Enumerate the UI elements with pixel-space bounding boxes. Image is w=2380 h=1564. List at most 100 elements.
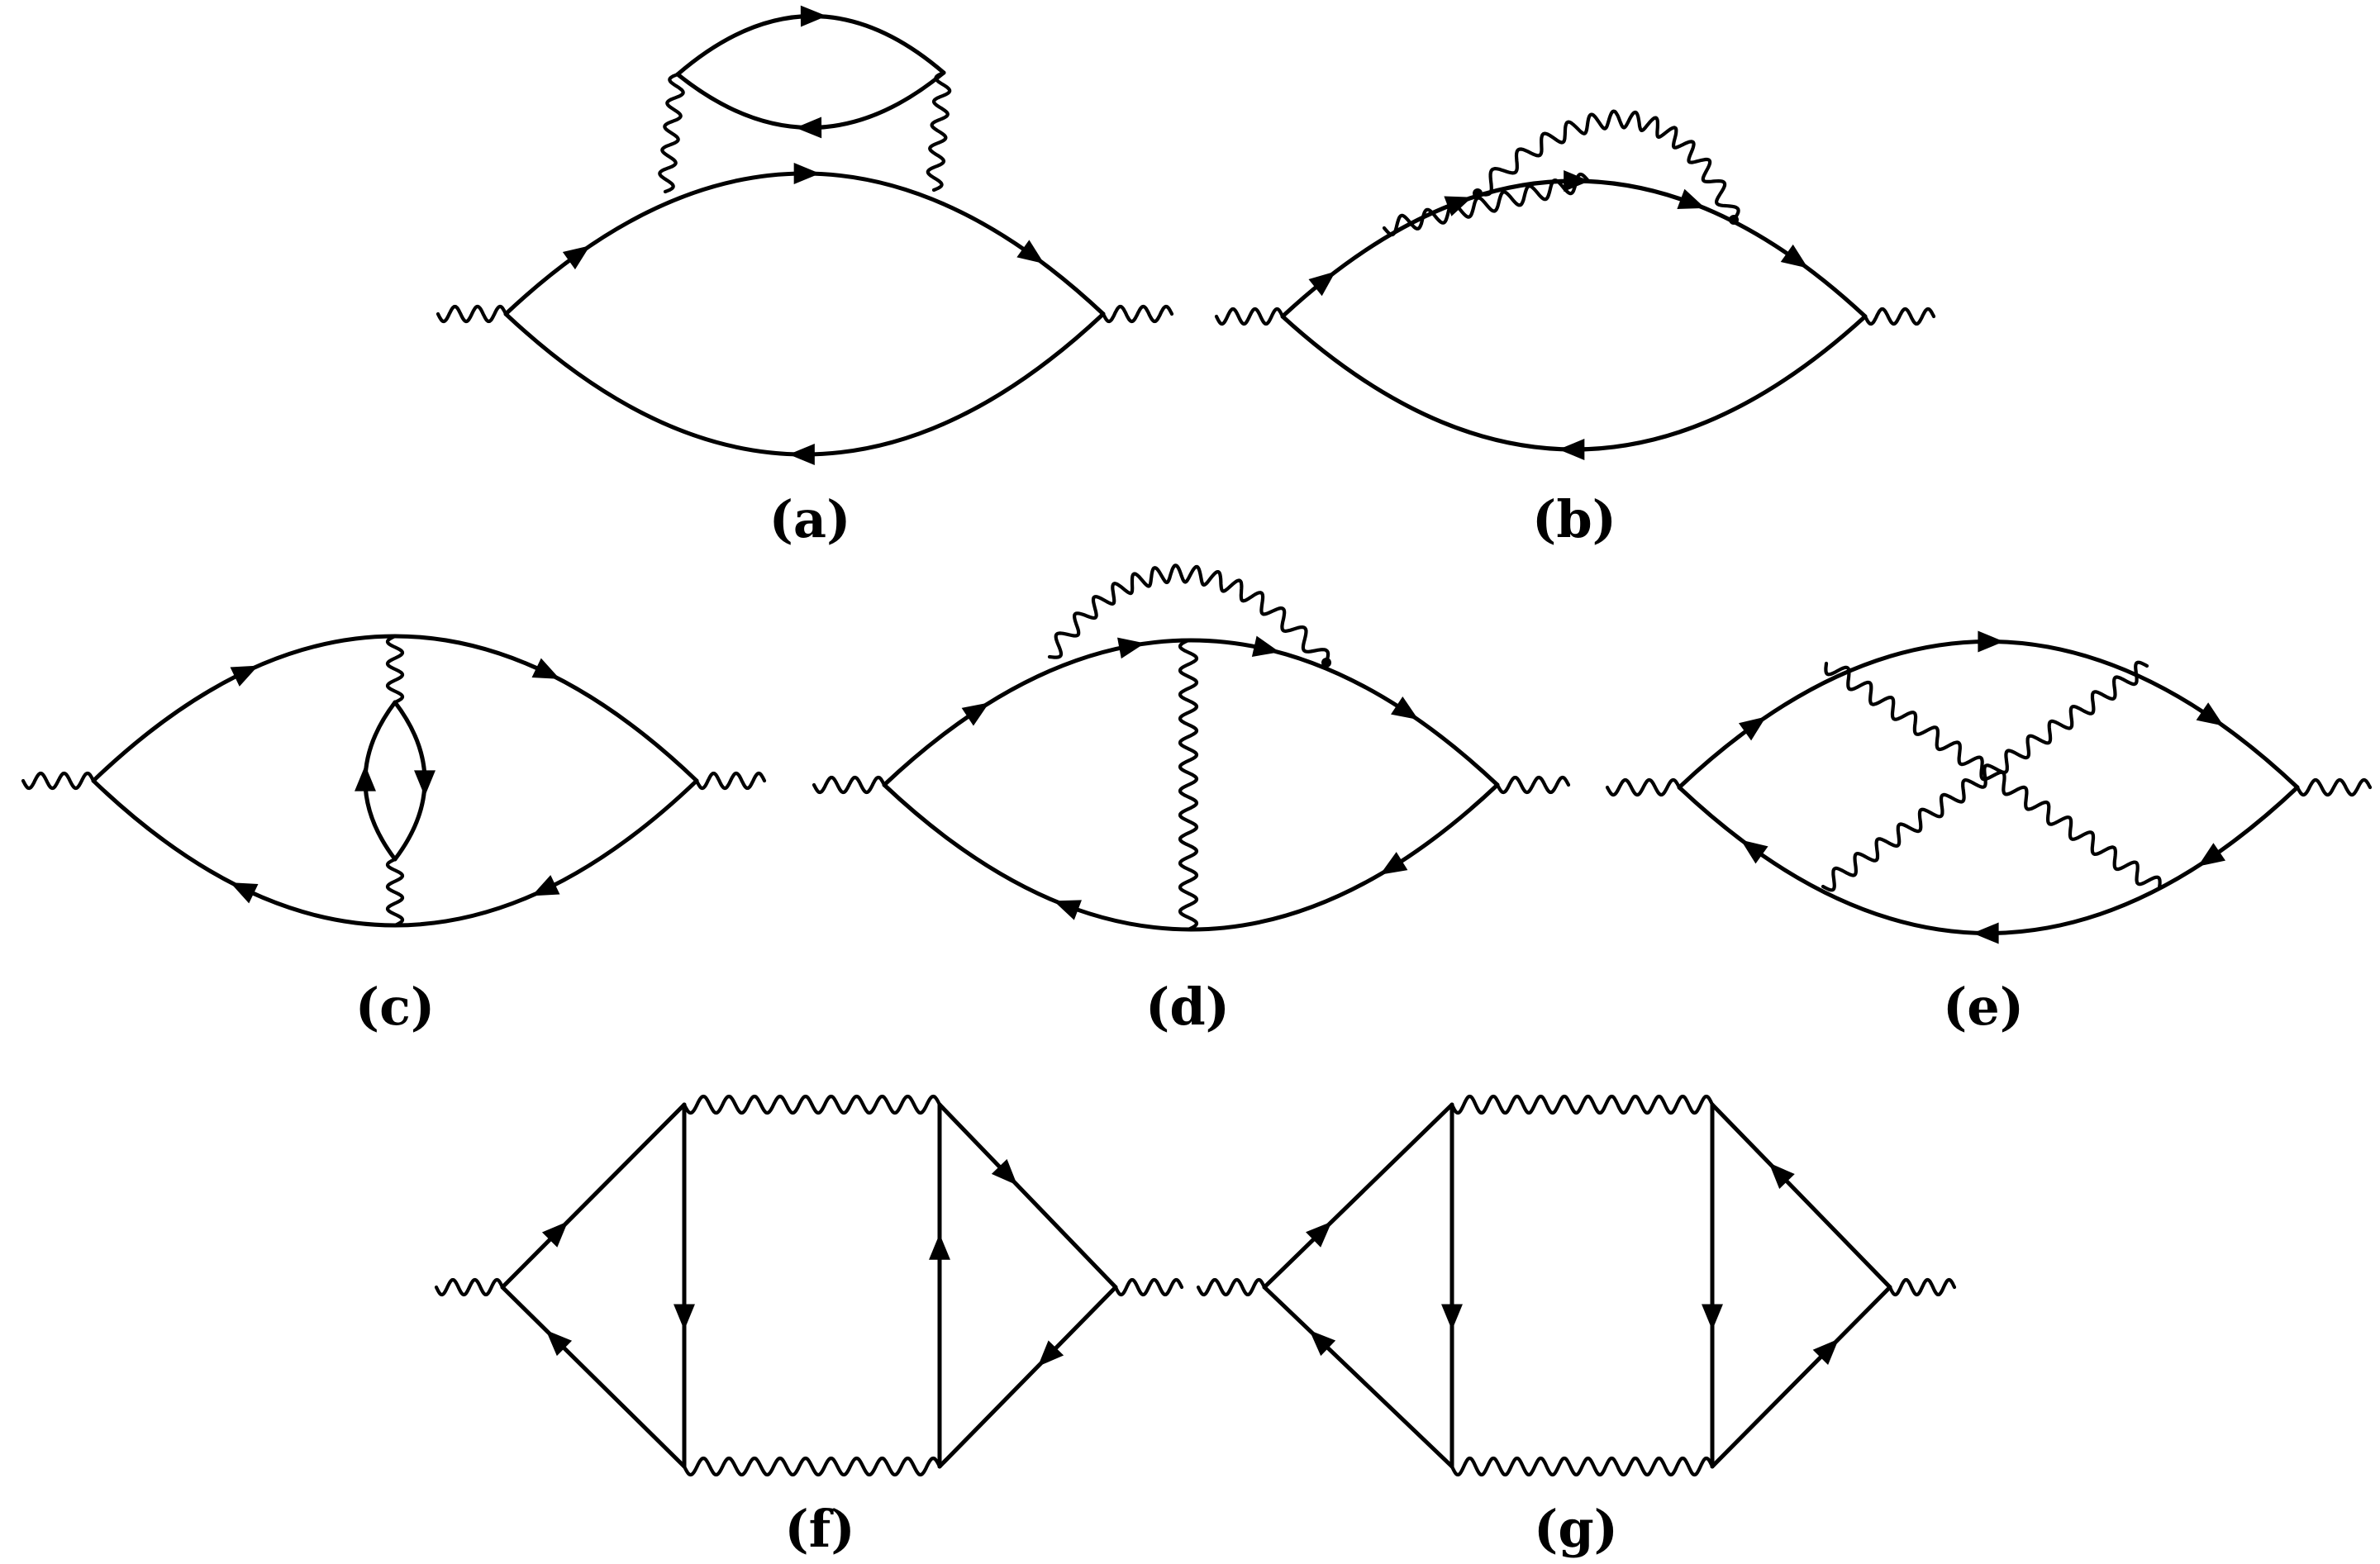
- internal-photon-top: [385, 634, 405, 705]
- fermion-arrow: [1391, 696, 1419, 720]
- external-photon-left: [1214, 307, 1285, 326]
- fermion-arrow: [562, 245, 591, 270]
- internal-photon-left: [658, 72, 685, 194]
- fermion-arrow: [541, 1221, 569, 1248]
- label-e: (e): [1943, 977, 2024, 1037]
- fermion-arrow: [1738, 716, 1767, 741]
- fermion-arrow: [230, 665, 259, 687]
- fermion-arrow: [1740, 839, 1768, 864]
- fermion-left-upper: [500, 1102, 687, 1290]
- external-photon-left: [812, 775, 887, 795]
- vertex-dot-2: [1729, 215, 1739, 225]
- fermion-arrow: [1978, 630, 2004, 653]
- diagram-d: [812, 563, 1571, 932]
- fermion-arrow: [1379, 852, 1408, 875]
- internal-photon-right: [926, 70, 952, 193]
- internal-photon-long: [1475, 109, 1740, 222]
- fermion-arrow: [355, 765, 376, 792]
- lower-fermion-arc: [1280, 314, 1868, 452]
- external-photon-right: [1887, 1277, 1957, 1297]
- fermion-arrow: [531, 658, 560, 679]
- external-photon-left: [1196, 1277, 1267, 1297]
- fermion-arrow: [1677, 188, 1706, 209]
- vertex-dot: [1321, 658, 1331, 668]
- fermion-arrow: [1053, 900, 1082, 920]
- vertex-dot-1: [1473, 188, 1483, 198]
- fermion-arrow: [1309, 1330, 1336, 1357]
- fermion-arrow: [1037, 1340, 1064, 1367]
- fermion-arrow: [545, 1329, 573, 1357]
- external-photon-right: [2295, 777, 2373, 797]
- label-a: (a): [769, 489, 851, 549]
- fermion-arrow: [1306, 1221, 1332, 1248]
- internal-photon-short: [1382, 172, 1591, 237]
- fermion-arrow: [1768, 1162, 1795, 1190]
- diagram-g: [1196, 1094, 1957, 1477]
- diagram-c: [21, 634, 767, 928]
- crossed-photon-1: [1824, 661, 2162, 891]
- label-f: (f): [784, 1499, 854, 1559]
- fermion-arrow: [1780, 244, 1808, 269]
- fermion-arrow: [414, 770, 436, 796]
- internal-photon-arch: [1047, 563, 1330, 665]
- loop-lower-arc: [675, 70, 946, 130]
- internal-photon-vertical: [1178, 638, 1199, 932]
- diagram-f: [434, 1094, 1184, 1477]
- fermion-arrow: [800, 5, 827, 27]
- fermion-arrow: [2196, 702, 2224, 726]
- diagram-e: [1605, 630, 2373, 944]
- fermion-arrow: [795, 116, 822, 139]
- loop-upper-arc: [675, 14, 946, 77]
- fermion-arrow: [961, 702, 990, 726]
- fermion-arrow: [1702, 1304, 1723, 1330]
- photon-bottom: [682, 1456, 942, 1477]
- fermion-arrow: [1251, 635, 1280, 657]
- upper-fermion-arc: [503, 171, 1106, 316]
- fermion-left-lower: [1262, 1285, 1454, 1469]
- fermion-left-lower: [500, 1285, 687, 1469]
- diagram-a: [436, 5, 1174, 465]
- fermion-arrow: [531, 875, 560, 896]
- external-photon-left: [434, 1277, 505, 1297]
- label-g: (g): [1534, 1499, 1618, 1559]
- fermion-arrow: [1016, 240, 1045, 264]
- fermion-arrow: [230, 882, 259, 904]
- fermion-right-lower: [937, 1285, 1118, 1469]
- diagram-b: [1214, 109, 1936, 460]
- photon-top: [682, 1094, 942, 1115]
- label-b: (b): [1532, 489, 1616, 549]
- fermion-left-upper: [1262, 1102, 1454, 1290]
- photon-top: [1449, 1094, 1715, 1115]
- photon-bottom: [1449, 1456, 1715, 1477]
- fermion-arrow: [1812, 1338, 1840, 1366]
- fermion-arrow: [674, 1304, 695, 1330]
- external-photon-left: [1605, 777, 1682, 797]
- fermion-arrow: [1973, 922, 1999, 944]
- fermion-right-upper: [1710, 1102, 1892, 1290]
- external-photon-left: [436, 304, 508, 324]
- crossed-photon-2: [1821, 660, 2149, 892]
- fermion-arrow: [793, 163, 821, 184]
- fermion-arrow: [929, 1234, 950, 1260]
- fermion-right-lower: [1710, 1285, 1892, 1469]
- external-photon-right: [1101, 304, 1174, 324]
- external-photon-left: [21, 771, 96, 791]
- external-photon-right: [1113, 1277, 1184, 1297]
- fermion-arrow: [1308, 271, 1336, 297]
- external-photon-right: [1863, 307, 1936, 326]
- label-d: (d): [1145, 977, 1230, 1037]
- upper-fermion-arc: [1280, 178, 1868, 319]
- external-photon-right: [1495, 775, 1571, 795]
- lower-fermion-arc: [503, 311, 1106, 457]
- fermion-right-upper: [937, 1102, 1118, 1290]
- fermion-arrow: [991, 1158, 1018, 1186]
- fermion-arrow: [788, 444, 815, 465]
- external-photon-right: [694, 771, 767, 791]
- internal-photon-bottom: [385, 857, 405, 928]
- fermion-arrow: [1558, 439, 1585, 460]
- fermion-arrow: [2197, 843, 2225, 867]
- fermion-arrow: [1117, 637, 1145, 659]
- fermion-arrow: [1441, 1304, 1463, 1330]
- label-c: (c): [355, 977, 435, 1037]
